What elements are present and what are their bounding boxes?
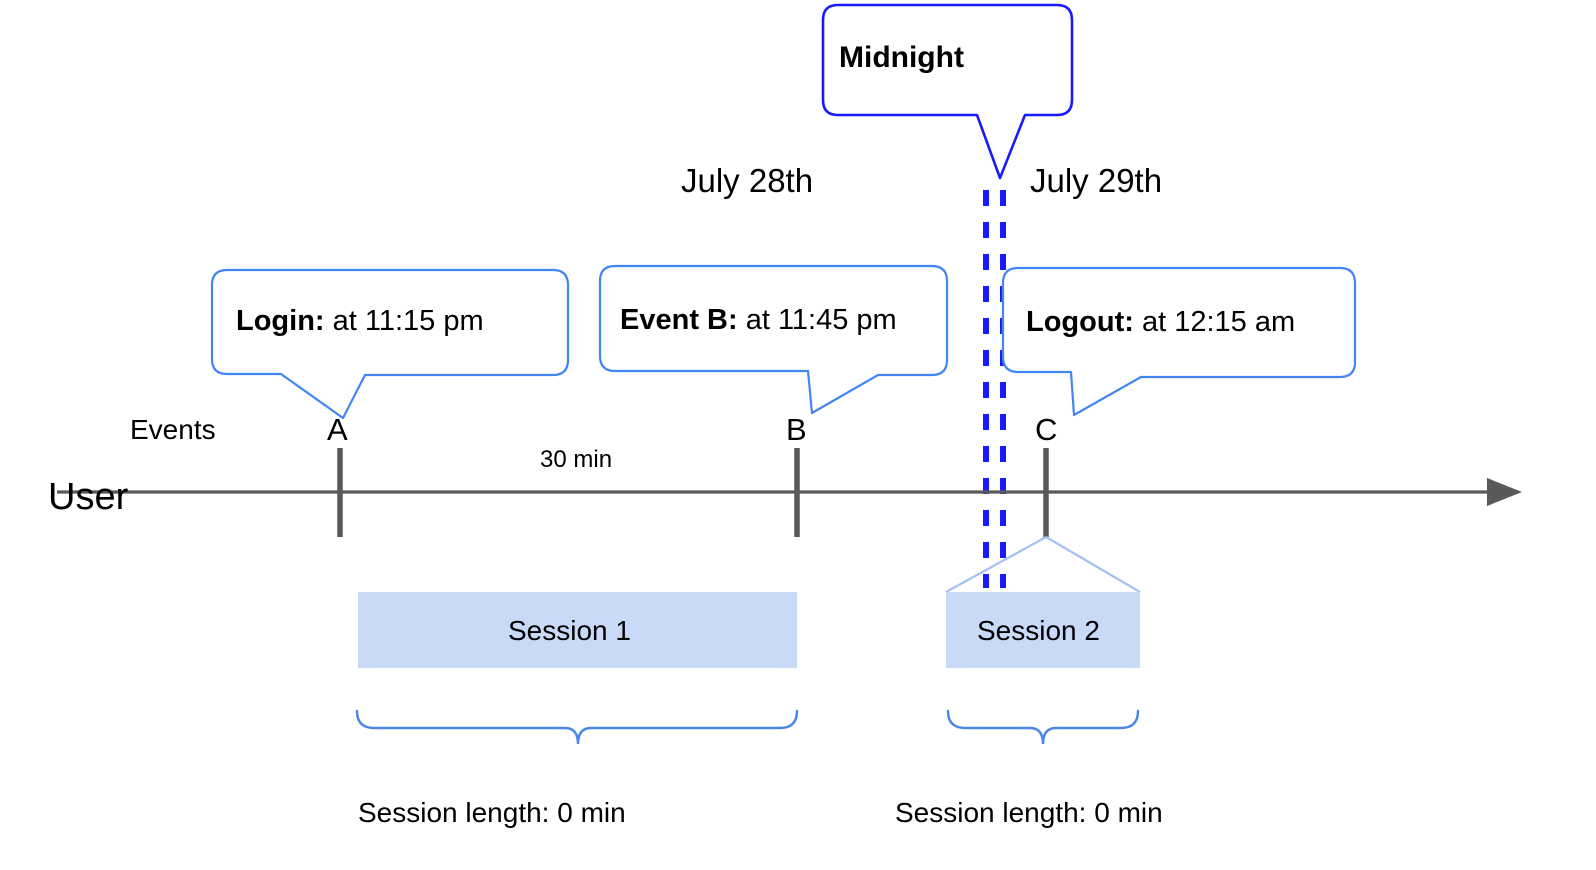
eventb-callout-strong: Event B:	[620, 304, 738, 336]
eventb-callout-shape	[598, 264, 949, 415]
axis-arrow-icon	[1487, 478, 1522, 506]
events-row-label: Events	[130, 414, 216, 445]
session-2-label: Session 2	[977, 615, 1100, 646]
login-callout-text: Login: at 11:15 pm	[236, 307, 484, 336]
event-letter-a: A	[327, 412, 348, 447]
date-label-july-29: July 29th	[1030, 162, 1163, 199]
logout-callout-rest: at 12:15 am	[1133, 306, 1296, 338]
logout-callout-text: Logout: at 12:15 am	[1026, 308, 1295, 337]
session-1-shape	[358, 592, 797, 668]
logout-callout-shape	[1001, 266, 1357, 417]
eventb-callout-text: Event B: at 11:45 pm	[620, 306, 897, 335]
user-row-label: User	[48, 476, 129, 518]
timeline-axis	[57, 478, 1522, 506]
login-callout-strong: Login:	[236, 305, 325, 337]
session-2-shape	[945, 536, 1141, 668]
login-callout-rest: at 11:15 pm	[324, 305, 484, 337]
event-letter-c: C	[1035, 412, 1058, 447]
midnight-callout-shape	[821, 3, 1074, 180]
event-letter-b: B	[786, 412, 807, 447]
gap-duration-label: 30 min	[540, 446, 613, 473]
midnight-dashed-lines	[983, 190, 1006, 588]
date-label-july-28: July 28th	[681, 162, 814, 199]
login-callout-shape	[210, 268, 570, 420]
eventb-callout-rest: at 11:45 pm	[737, 304, 897, 336]
session-1-length-label: Session length: 0 min	[358, 797, 626, 828]
session-1-brace	[355, 709, 799, 745]
session-1-label: Session 1	[508, 615, 631, 646]
session-2-length-label: Session length: 0 min	[895, 797, 1163, 828]
event-markers	[337, 448, 1049, 537]
midnight-label: Midnight	[839, 41, 964, 74]
logout-callout-strong: Logout:	[1026, 306, 1134, 338]
session-2-brace	[946, 709, 1140, 745]
